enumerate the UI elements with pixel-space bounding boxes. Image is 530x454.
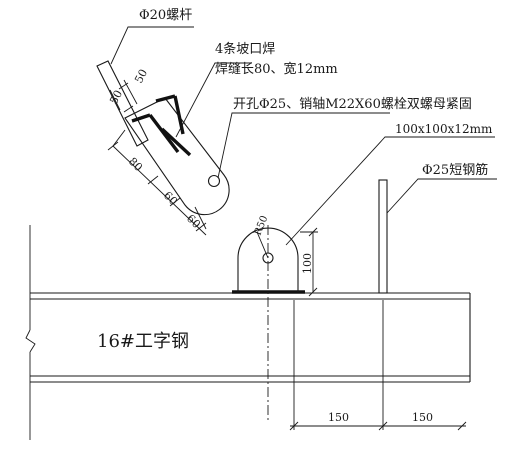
extension-line bbox=[112, 129, 126, 147]
dim-tick bbox=[308, 287, 318, 297]
weld-count-label: 4条坡口焊 bbox=[215, 41, 275, 57]
weld-line bbox=[155, 94, 176, 103]
weld-line bbox=[148, 113, 180, 154]
hole-spec-label: 开孔Φ25、销轴M22X60螺栓双螺母紧固 bbox=[233, 97, 472, 112]
rebar-leader bbox=[386, 178, 497, 214]
dim-50-a: 50 bbox=[107, 88, 125, 106]
bolt-rod bbox=[96, 60, 149, 147]
lug-plate bbox=[124, 97, 230, 216]
dim-chain-line bbox=[112, 145, 207, 236]
weld-line bbox=[173, 95, 185, 135]
dim-80: 80 bbox=[126, 155, 145, 174]
dim-tick bbox=[378, 421, 388, 431]
dim-60-a: 60 bbox=[161, 189, 180, 208]
dim-tick bbox=[147, 175, 159, 185]
dim-tick bbox=[457, 421, 467, 431]
bottom-dimensions bbox=[289, 300, 467, 431]
bolt-rod-leader bbox=[110, 26, 194, 65]
hole-leader bbox=[217, 112, 390, 179]
dim-line-50 bbox=[109, 89, 121, 111]
dim-tick bbox=[118, 82, 129, 90]
bolt-rod-label: Φ20螺杆 bbox=[139, 8, 192, 23]
ibeam bbox=[25, 225, 471, 440]
dim-tick bbox=[169, 197, 181, 207]
angle-steel-support bbox=[232, 136, 495, 420]
extension-line bbox=[194, 206, 207, 230]
dim-150-a: 150 bbox=[328, 411, 349, 424]
weld-leader bbox=[175, 62, 252, 138]
weld-size-label: 焊缝长80、宽12mm bbox=[215, 61, 338, 77]
height-100-label: 100 bbox=[301, 253, 314, 274]
dim-150-b: 150 bbox=[412, 411, 433, 424]
short-rebar-bar bbox=[378, 179, 388, 294]
break-mark bbox=[25, 329, 36, 353]
weld-line bbox=[160, 127, 192, 157]
short-rebar bbox=[378, 178, 497, 294]
angle-steel-label: 100x100x12mm bbox=[395, 122, 493, 136]
ibeam-label: 16#工字钢 bbox=[97, 331, 189, 352]
dim-tick bbox=[289, 421, 299, 431]
dim-tick bbox=[123, 105, 134, 113]
dim-tick bbox=[308, 227, 318, 237]
radius-leader bbox=[256, 231, 269, 259]
short-rebar-label: Φ25短钢筋 bbox=[422, 162, 488, 178]
angle-steel-leader bbox=[285, 136, 495, 246]
dim-tick bbox=[195, 222, 207, 232]
tilted-plate-assembly bbox=[96, 26, 390, 236]
pin-hole bbox=[207, 174, 221, 188]
dim-50-b: 50 bbox=[132, 67, 150, 85]
dim-line-50 bbox=[123, 79, 138, 105]
weld-line bbox=[131, 113, 151, 123]
